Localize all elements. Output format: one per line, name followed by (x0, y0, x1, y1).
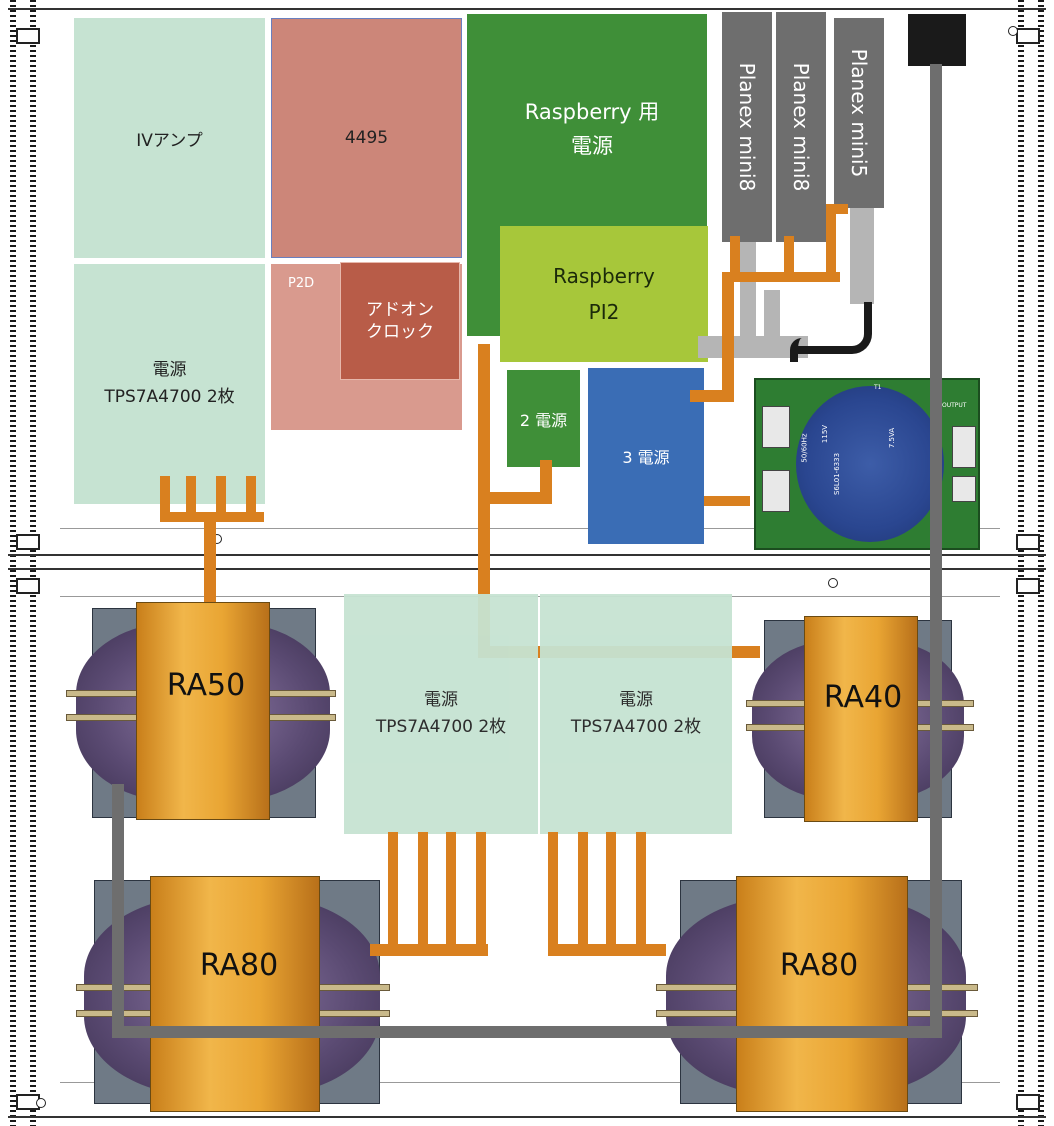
psu-board-center-right: 電源 TPS7A4700 2枚 (540, 594, 732, 834)
mount-bracket (1016, 534, 1040, 550)
wire (204, 512, 216, 624)
switch-2: Planex mini8 (776, 12, 826, 242)
pcb-terminal (952, 476, 976, 502)
wire (690, 390, 732, 402)
raspberry-pi2-board: Raspberry PI2 (500, 226, 708, 362)
lan-cable (740, 242, 756, 354)
pcb-freq-label: 50/60Hz (800, 433, 809, 463)
pcb-model-label: S6L01-6333 (833, 452, 842, 496)
wire (478, 492, 552, 504)
chassis-inner-line (60, 528, 1000, 529)
chassis-divider-upper (8, 554, 1046, 556)
switch-2-label: Planex mini8 (789, 62, 813, 192)
pcb-va-label: 7.5VA (888, 427, 897, 449)
ra80-right-label: RA80 (779, 947, 859, 983)
ac-power-line (112, 784, 124, 1038)
ra50-label: RA50 (166, 667, 246, 703)
pcb-output-label: OUTPUT (942, 402, 967, 409)
transformer-pcb: OUTPUT T1 50/60Hz 115V 7.5VA S6L01-6333 (754, 378, 980, 550)
switch-3-label: Planex mini5 (847, 48, 871, 178)
wire (826, 204, 848, 214)
wire (186, 476, 196, 522)
wire (370, 944, 488, 956)
wire (704, 496, 750, 506)
toroidal-transformer (796, 386, 944, 542)
screw-hole (1008, 26, 1018, 36)
wire (388, 832, 398, 956)
ac-power-line (930, 64, 942, 1038)
psu3-board: 3 電源 (588, 368, 704, 544)
wire (730, 236, 740, 282)
mount-bracket (16, 534, 40, 550)
pcb-terminal (762, 470, 790, 512)
ra40-core (804, 616, 918, 822)
mount-bracket (16, 28, 40, 44)
ra80-right-core (736, 876, 908, 1112)
pcb-terminal (762, 406, 790, 448)
wire (246, 476, 256, 522)
mount-bracket (1016, 28, 1040, 44)
wire (636, 832, 646, 956)
wire (548, 832, 558, 956)
ic-4495-board: 4495 (271, 18, 462, 258)
screw-hole (36, 1098, 46, 1108)
ra50-core (136, 602, 270, 820)
power-inlet (908, 14, 966, 66)
ra80-left-label: RA80 (199, 947, 279, 983)
switch-1: Planex mini8 (722, 12, 772, 242)
psu-board-top-left: 電源 TPS7A4700 2枚 (74, 264, 265, 504)
wire (722, 272, 840, 282)
ac-power-line (112, 1026, 942, 1038)
switch-3: Planex mini5 (834, 18, 884, 208)
psu2-board: 2 電源 (507, 370, 580, 467)
p2d-label: P2D (288, 276, 315, 291)
pcb-t1-label: T1 (874, 384, 882, 391)
wire (216, 476, 226, 522)
lan-cable (764, 290, 780, 340)
ra80-left-core (150, 876, 320, 1112)
raspberry-psu-label: Raspberry 用 電源 (524, 100, 660, 158)
wire (540, 460, 552, 504)
chassis-inner-line-3 (60, 1082, 1000, 1083)
wire (160, 476, 170, 522)
wire (826, 204, 836, 282)
wire (446, 832, 456, 956)
wire (476, 832, 486, 956)
mount-bracket (16, 578, 40, 594)
wire (606, 832, 616, 956)
lan-cable-black (796, 302, 872, 354)
lan-cable-black (790, 338, 812, 362)
chassis-divider-lower (8, 568, 1046, 570)
mount-bracket (1016, 1094, 1040, 1110)
addon-clock-board: アドオン クロック (340, 262, 460, 380)
wire (784, 236, 794, 282)
psu-board-center-left: 電源 TPS7A4700 2枚 (344, 594, 538, 834)
wire (578, 832, 588, 956)
wire (722, 276, 734, 402)
wire (418, 832, 428, 956)
pcb-terminal (952, 426, 976, 468)
screw-hole (828, 578, 838, 588)
lan-cable (850, 208, 874, 304)
pcb-voltage-label: 115V (821, 424, 830, 444)
chassis-top-edge (8, 8, 1046, 10)
mount-bracket (1016, 578, 1040, 594)
right-rail (1008, 0, 1054, 1126)
left-rail (0, 0, 46, 1126)
switch-1-label: Planex mini8 (735, 62, 759, 192)
iv-amp-board: IVアンプ (74, 18, 265, 258)
ra40-label: RA40 (823, 679, 903, 715)
wire (548, 944, 666, 956)
chassis-bottom-edge (8, 1116, 1046, 1118)
